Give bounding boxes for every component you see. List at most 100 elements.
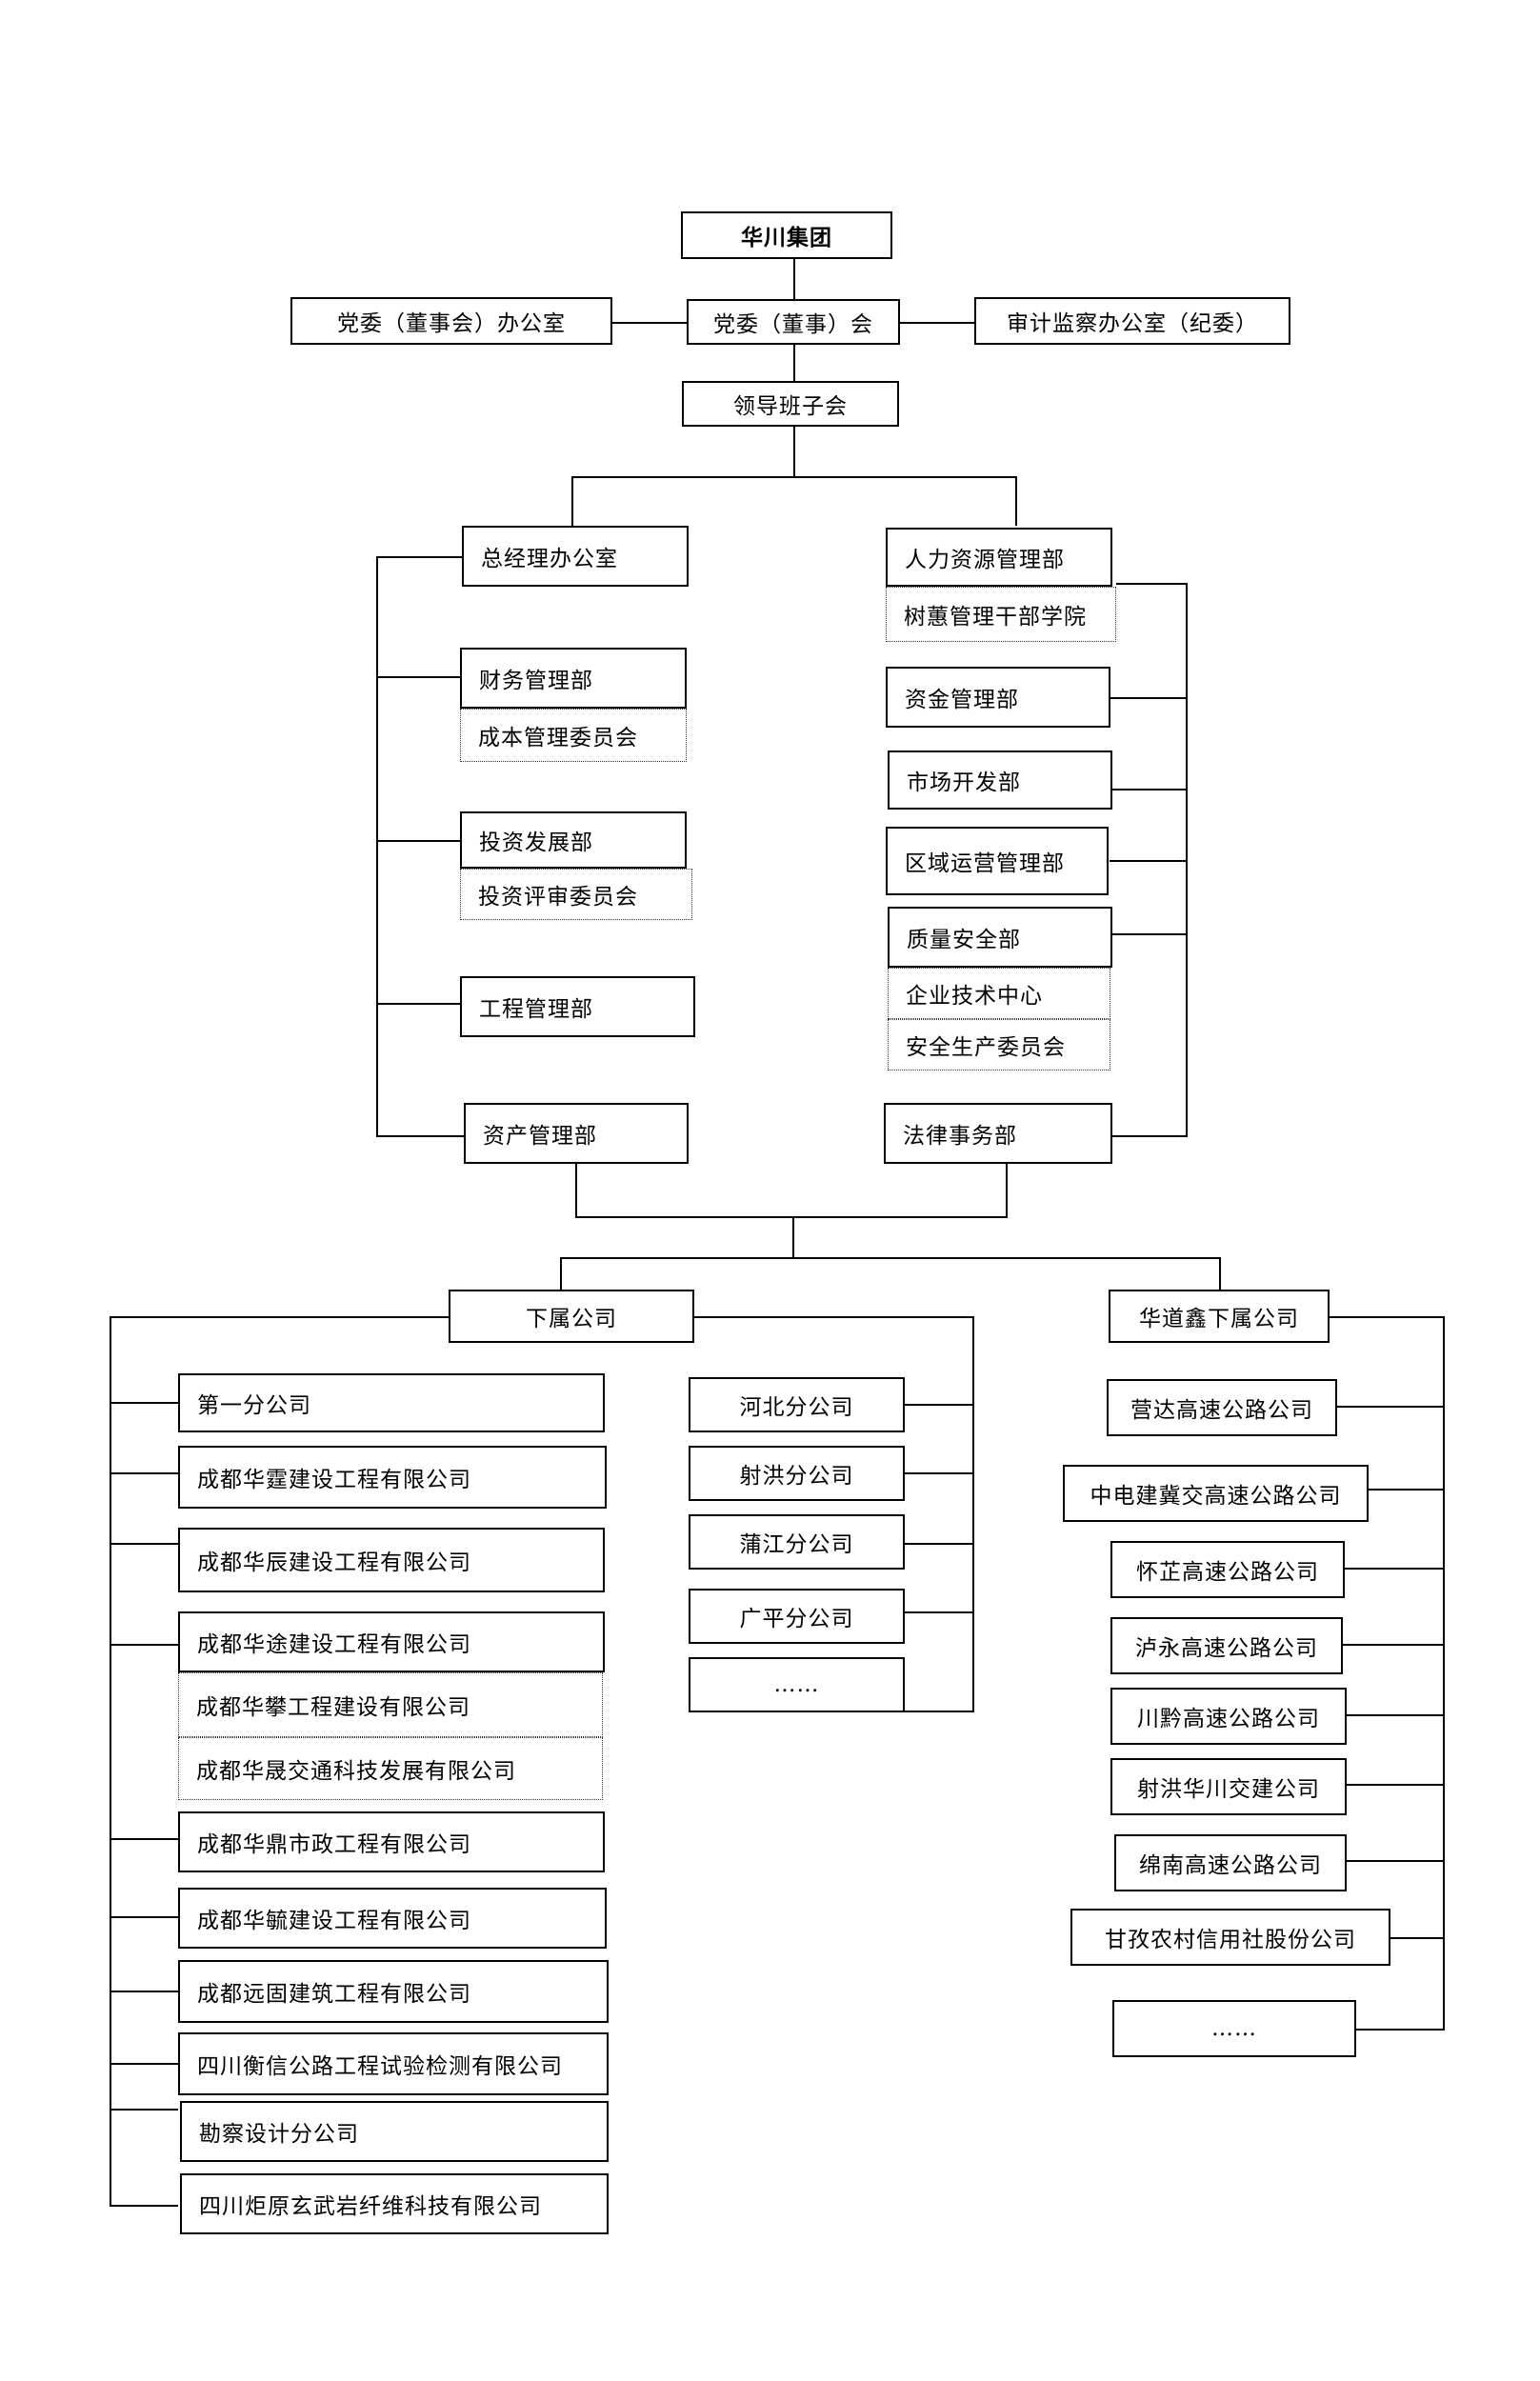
connector-line — [1110, 860, 1188, 862]
hr-node: 人力资源管理部 — [886, 528, 1112, 587]
subsidiary-item: 成都远固建筑工程有限公司 — [178, 1960, 609, 2023]
connector-line — [1110, 933, 1188, 935]
tech-center-node: 企业技术中心 — [888, 968, 1110, 1019]
subsidiary-item: 成都华鼎市政工程有限公司 — [178, 1811, 605, 1872]
connector-line — [376, 1135, 464, 1137]
subsidiaries-header: 下属公司 — [449, 1290, 694, 1343]
connector-line — [1110, 789, 1188, 790]
connector-line — [376, 1003, 460, 1005]
connector-line — [1330, 1316, 1444, 1318]
investment-node: 投资发展部 — [460, 811, 687, 869]
party-committee-node: 党委（董事）会 — [687, 299, 900, 345]
branch-item: 河北分公司 — [689, 1377, 905, 1432]
subsidiary-item: 第一分公司 — [178, 1373, 605, 1432]
connector-line — [560, 1257, 1220, 1259]
connector-line — [110, 1402, 178, 1404]
connector-line — [793, 427, 795, 476]
group-node: 华川集团 — [681, 211, 892, 259]
connector-line — [1116, 583, 1188, 585]
connector-line — [110, 1543, 178, 1545]
quality-node: 质量安全部 — [888, 907, 1112, 968]
connector-line — [612, 322, 687, 324]
connector-line — [110, 1838, 178, 1840]
cost-committee-node: 成本管理委员会 — [460, 709, 687, 762]
branch-item: 广平分公司 — [689, 1589, 905, 1644]
connector-line — [575, 1162, 577, 1217]
connector-line — [1343, 1644, 1445, 1646]
funds-node: 资金管理部 — [886, 667, 1110, 728]
connector-line — [1345, 1568, 1445, 1570]
subsidiary-item: 成都华晟交通科技发展有限公司 — [178, 1737, 603, 1800]
subsidiary-item: 四川衡信公路工程试验检测有限公司 — [178, 2032, 609, 2095]
huadaoxin-item: 绵南高速公路公司 — [1114, 1834, 1347, 1891]
connector-line — [1390, 1937, 1445, 1939]
subsidiary-item: 成都华攀工程建设有限公司 — [178, 1672, 603, 1737]
market-node: 市场开发部 — [888, 750, 1112, 810]
subsidiary-item: 勘察设计分公司 — [180, 2101, 609, 2162]
connector-line — [110, 1316, 449, 1318]
connector-line — [1015, 476, 1017, 526]
connector-line — [1107, 697, 1188, 699]
connector-line — [1186, 583, 1188, 1135]
huadaoxin-item: 中电建冀交高速公路公司 — [1063, 1465, 1369, 1522]
connector-line — [792, 1216, 794, 1257]
connector-line — [1443, 1316, 1445, 2029]
connector-line — [905, 1472, 974, 1474]
investment-review-node: 投资评审委员会 — [460, 869, 692, 920]
safety-committee-node: 安全生产委员会 — [888, 1019, 1110, 1070]
huadaoxin-item: 川黔高速公路公司 — [1110, 1688, 1347, 1745]
gm-office-node: 总经理办公室 — [462, 526, 689, 587]
connector-line — [575, 1216, 1008, 1218]
connector-line — [793, 345, 795, 381]
audit-office-node: 审计监察办公室（纪委） — [974, 297, 1290, 345]
connector-line — [1347, 1784, 1445, 1786]
connector-line — [571, 476, 573, 526]
party-office-node: 党委（董事会）办公室 — [290, 297, 612, 345]
connector-line — [1347, 1714, 1445, 1716]
subsidiary-item: 成都华霆建设工程有限公司 — [178, 1446, 607, 1509]
connector-line — [110, 2205, 178, 2207]
connector-line — [1110, 1135, 1188, 1137]
finance-node: 财务管理部 — [460, 648, 687, 709]
branch-item: 蒲江分公司 — [689, 1514, 905, 1570]
academy-node: 树蕙管理干部学院 — [886, 587, 1116, 642]
connector-line — [900, 322, 974, 324]
engineering-node: 工程管理部 — [460, 976, 695, 1037]
connector-line — [905, 1404, 974, 1406]
connector-line — [110, 2109, 178, 2111]
connector-line — [1369, 1489, 1445, 1491]
huadaoxin-item: 泸永高速公路公司 — [1110, 1617, 1343, 1674]
huadaoxin-item: 营达高速公路公司 — [1107, 1379, 1337, 1436]
connector-line — [560, 1257, 562, 1290]
connector-line — [1006, 1162, 1008, 1217]
assets-node: 资产管理部 — [464, 1103, 689, 1164]
connector-line — [905, 1611, 974, 1613]
connector-line — [110, 2063, 178, 2065]
connector-line — [1219, 1257, 1221, 1290]
huadaoxin-item: …… — [1112, 2000, 1356, 2057]
connector-line — [110, 1644, 178, 1646]
connector-line — [1356, 2029, 1445, 2031]
regional-node: 区域运营管理部 — [886, 827, 1109, 895]
connector-line — [110, 1991, 178, 1992]
connector-line — [972, 1316, 974, 1711]
subsidiary-item: 成都华辰建设工程有限公司 — [178, 1528, 605, 1592]
connector-line — [376, 840, 460, 842]
connector-line — [110, 1916, 178, 1918]
leadership-node: 领导班子会 — [682, 381, 899, 427]
connector-line — [376, 676, 460, 678]
connector-line — [571, 476, 1016, 478]
branch-item: 射洪分公司 — [689, 1446, 905, 1501]
connector-line — [905, 1711, 974, 1712]
connector-line — [376, 556, 378, 1137]
connector-line — [694, 1316, 974, 1318]
subsidiary-item: 四川炬原玄武岩纤维科技有限公司 — [180, 2173, 609, 2234]
huadaoxin-header: 华道鑫下属公司 — [1109, 1290, 1330, 1343]
legal-node: 法律事务部 — [884, 1103, 1112, 1164]
connector-line — [1337, 1406, 1445, 1408]
connector-line — [905, 1543, 974, 1545]
connector-line — [1347, 1860, 1445, 1862]
branch-item: …… — [689, 1657, 905, 1712]
connector-line — [110, 1316, 111, 2205]
